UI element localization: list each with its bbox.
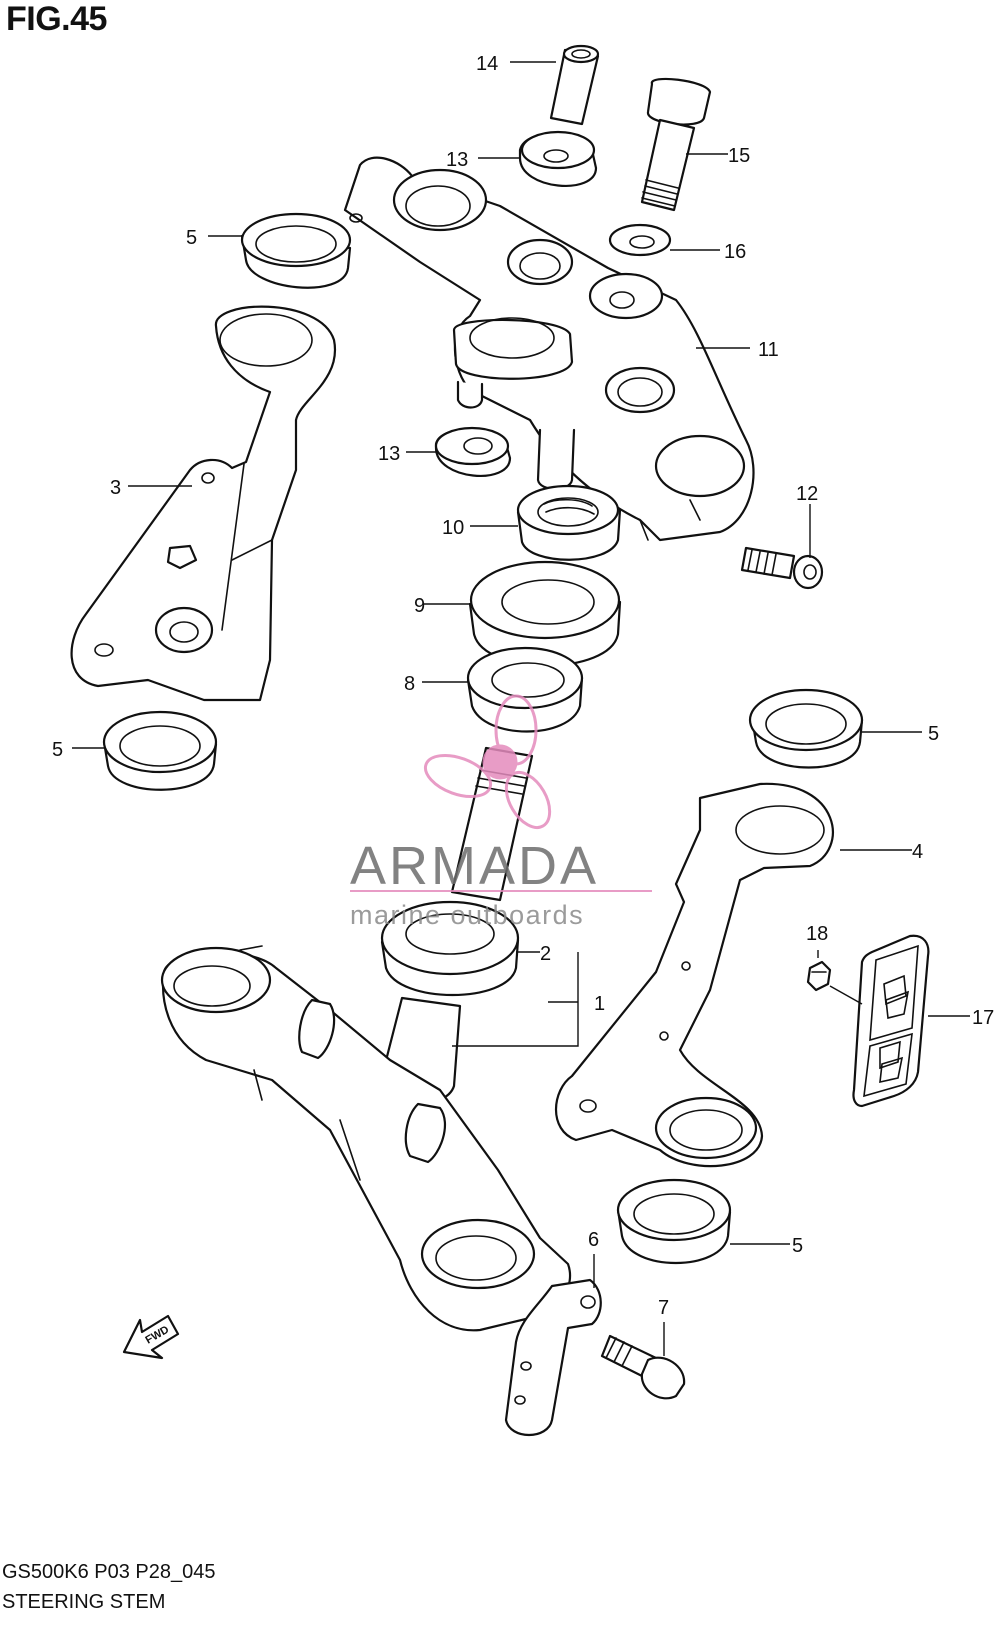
callout-9: 9 <box>414 595 425 617</box>
watermark-tagline: marine outboards <box>350 900 584 930</box>
part-10-nut <box>516 484 622 561</box>
callout-15: 15 <box>728 145 750 167</box>
part-18-nut <box>806 960 832 992</box>
part-17-reflector <box>852 934 930 1108</box>
callout-5-right-upper: 5 <box>928 723 939 745</box>
callout-12: 12 <box>796 483 818 505</box>
callout-11: 11 <box>758 339 779 361</box>
part-7-bolt <box>600 1334 686 1400</box>
part-2-lower-bearing <box>380 900 520 997</box>
part-16-washer <box>608 223 672 257</box>
armada-watermark: ARMADA marine outboards <box>350 694 652 930</box>
part-3-left-bracket <box>70 305 337 702</box>
figure-title: FIG.45 <box>6 0 107 38</box>
part-11-upper-bracket <box>343 156 755 542</box>
callout-5-left-middle: 5 <box>52 739 63 761</box>
part-8-bearing <box>466 646 584 733</box>
fwd-arrow-icon: FWD <box>122 1314 180 1360</box>
watermark-brand: ARMADA <box>350 836 599 896</box>
part-13-upper-cushion <box>518 130 598 187</box>
leader-lines <box>72 61 970 1356</box>
callout-5-upper-left: 5 <box>186 227 197 249</box>
figure-model-code: GS500K6 P03 P28_045 <box>2 1561 216 1583</box>
callout-4: 4 <box>912 841 923 863</box>
propeller-logo-icon <box>423 694 552 829</box>
callout-7: 7 <box>658 1297 669 1319</box>
callout-16: 16 <box>724 241 746 263</box>
part-5-grommet-upper-left <box>240 212 352 289</box>
callout-14: 14 <box>476 53 498 75</box>
callout-6: 6 <box>588 1229 599 1251</box>
callout-13-upper: 13 <box>446 149 468 171</box>
part-5-grommet-right-upper <box>748 688 864 769</box>
part-5-grommet-right-lower <box>616 1178 732 1264</box>
part-5-grommet-left-middle <box>102 710 218 791</box>
callout-10: 10 <box>442 517 464 539</box>
part-14-spacer <box>549 44 600 126</box>
callout-5-right-lower: 5 <box>792 1235 803 1257</box>
callout-8: 8 <box>404 673 415 695</box>
callout-18: 18 <box>806 923 828 945</box>
callout-2: 2 <box>540 943 551 965</box>
part-13-lower-cushion <box>434 426 512 477</box>
part-15-bolt <box>640 77 712 212</box>
callout-17: 17 <box>972 1007 994 1029</box>
callout-13-lower: 13 <box>378 443 400 465</box>
part-1-lower-bracket <box>160 945 572 1332</box>
callout-labels: 14 13 15 16 5 11 13 3 12 10 9 8 5 5 4 2 … <box>52 53 994 1319</box>
callout-1: 1 <box>594 993 605 1015</box>
part-12-bolt <box>740 546 824 590</box>
watermark-divider <box>350 890 652 892</box>
part-6-plate <box>504 1278 602 1436</box>
figure-name: STEERING STEM <box>2 1591 166 1613</box>
part-4-right-bracket <box>554 782 834 1168</box>
callout-3: 3 <box>110 477 121 499</box>
